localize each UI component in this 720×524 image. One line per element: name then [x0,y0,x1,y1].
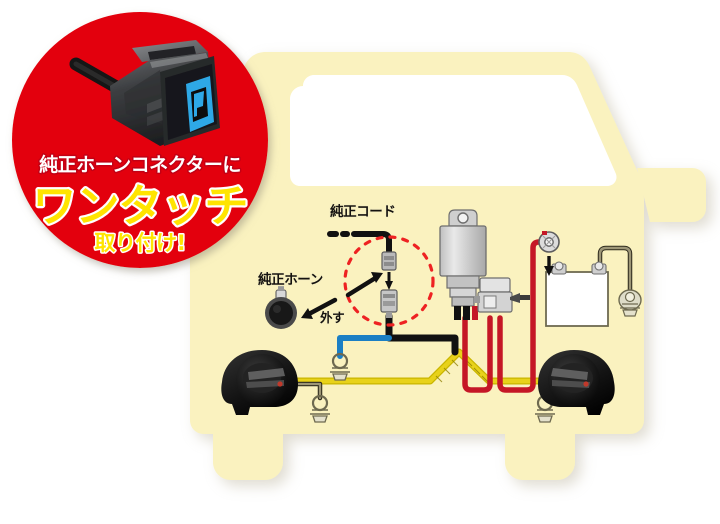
wiring-diagram: 純正コード 純正ホーン 外す [221,202,642,423]
windshield [290,75,617,186]
ring-terminal-battery-plus [538,231,560,276]
horn-left [221,350,298,415]
relay-component [439,209,487,320]
horn-right [538,350,615,415]
wire-ground [597,245,633,293]
one-touch-badge: 純正ホーンコネクターに ワンタッチ 取り付け! [12,12,268,268]
side-mirror [637,168,706,222]
connector-pair-disconnect [380,251,398,318]
wire-black-rail [385,312,459,356]
wire-stock-cord-black [327,231,392,255]
wire-signal-blue [337,335,392,359]
ring-terminal-left-horn [310,394,330,423]
fuse-holder-component [474,277,530,313]
pointer-arrow-remove [301,297,338,319]
pointer-arrow-disconnect [345,272,383,298]
battery-component [545,261,609,327]
badge-line-sub: 取り付け! [94,231,185,255]
stock-horn-small-icon [265,286,297,329]
ground-point [618,289,642,317]
wire-horn-left-lead [287,381,323,401]
label-stock-horn: 純正ホーン [258,271,323,288]
horn-connector-photo [69,40,220,146]
wire-horn-feed-yellow [289,348,564,385]
badge-line-top: 純正ホーンコネクターに [39,153,241,176]
badge-line-main: ワンタッチ [33,181,248,232]
wire-relay-red [462,239,552,393]
ring-terminal-signal-blue [330,352,350,381]
label-stock-cord: 純正コード [330,203,396,220]
disconnect-highlight-circle [343,235,435,327]
label-remove: 外す [319,310,344,325]
